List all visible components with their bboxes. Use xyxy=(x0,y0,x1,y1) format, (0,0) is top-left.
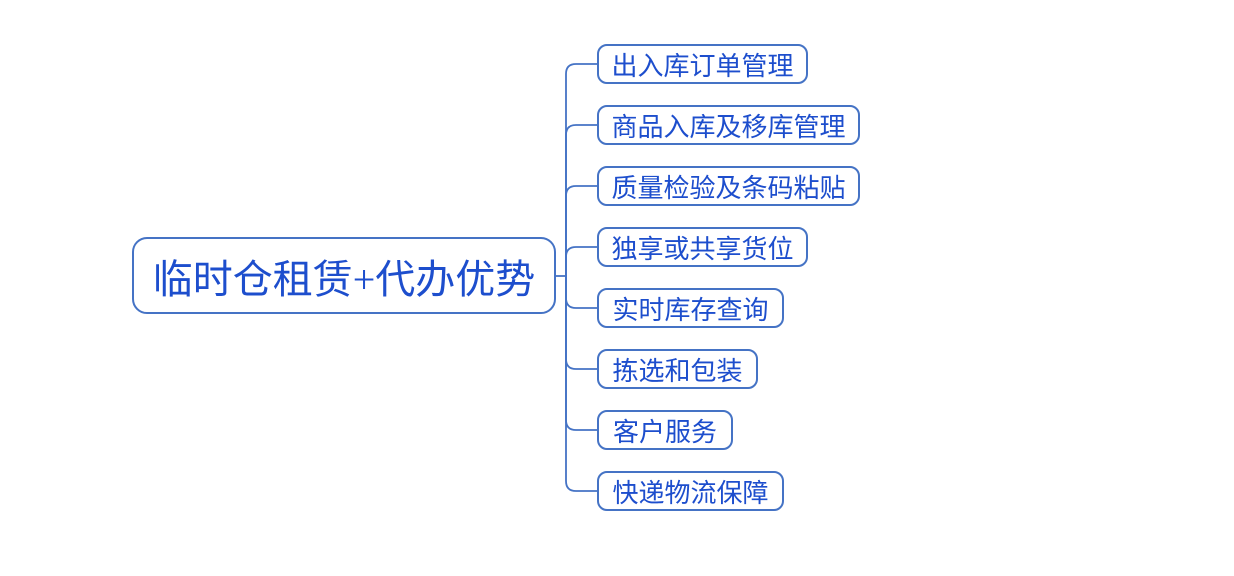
connector-branch-4 xyxy=(565,246,597,276)
mindmap-node-label: 质量检验及条码粘贴 xyxy=(611,173,846,203)
mindmap-node-realtime-inventory[interactable]: 实时库存查询 xyxy=(597,288,784,328)
mindmap-node-label: 独享或共享货位 xyxy=(611,234,794,264)
mindmap-node-quality-barcode[interactable]: 质量检验及条码粘贴 xyxy=(597,166,860,206)
connector-branch-7 xyxy=(565,276,597,431)
mindmap-root-label: 临时仓租赁+代办优势 xyxy=(152,256,536,302)
mindmap-node-label: 客户服务 xyxy=(612,417,717,447)
mindmap-node-inbound-transfer[interactable]: 商品入库及移库管理 xyxy=(597,105,860,145)
connector-branch-6 xyxy=(565,276,597,370)
mindmap-node-label: 拣选和包装 xyxy=(612,356,743,386)
mindmap-node-shared-slots[interactable]: 独享或共享货位 xyxy=(597,227,808,267)
mindmap-node-logistics-guarantee[interactable]: 快递物流保障 xyxy=(597,471,784,511)
mindmap-node-label: 商品入库及移库管理 xyxy=(611,112,846,142)
connector-branch-5 xyxy=(565,276,597,309)
mindmap-node-label: 实时库存查询 xyxy=(612,295,769,325)
mindmap-node-picking-packing[interactable]: 拣选和包装 xyxy=(597,349,758,389)
mindmap-node-order-management[interactable]: 出入库订单管理 xyxy=(597,44,808,84)
mindmap-root-node[interactable]: 临时仓租赁+代办优势 xyxy=(132,237,556,314)
connector-branch-2 xyxy=(565,124,597,276)
connector-branch-8 xyxy=(565,276,597,492)
mindmap-node-customer-service[interactable]: 客户服务 xyxy=(597,410,733,450)
mindmap-node-label: 快递物流保障 xyxy=(612,478,769,508)
mindmap-node-label: 出入库订单管理 xyxy=(611,51,794,81)
connector-branch-1 xyxy=(565,63,597,276)
connector-branch-3 xyxy=(565,185,597,276)
